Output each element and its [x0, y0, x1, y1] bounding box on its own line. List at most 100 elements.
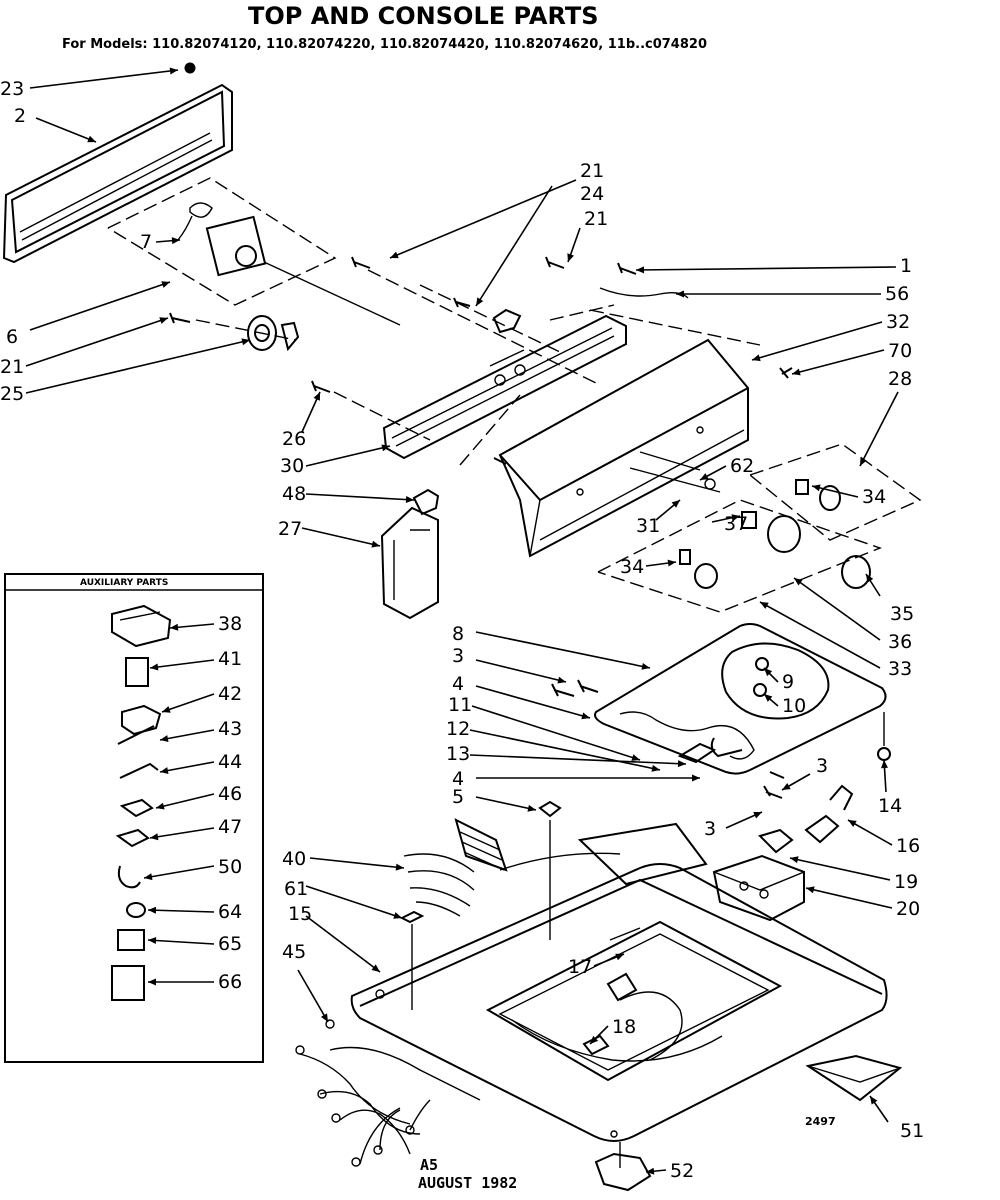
leader-arrowhead-18 [405, 496, 414, 504]
leader-line-37 [475, 796, 537, 811]
leader-arrowhead-11 [752, 354, 761, 362]
leader-arrowhead-8 [161, 281, 170, 288]
callout-label-15: 30 [280, 455, 304, 477]
leader-arrowhead-17 [812, 484, 821, 492]
lid-switch-drawing [758, 784, 854, 854]
leader-line-57 [143, 865, 215, 879]
callout-label-49: 52 [670, 1160, 694, 1182]
callout-label-3: 24 [580, 183, 604, 205]
callout-label-42: 20 [896, 898, 920, 920]
leader-arrowhead-22 [667, 559, 676, 567]
leader-arrowhead-32 [651, 764, 660, 772]
callout-label-7: 56 [885, 283, 909, 305]
leader-arrowhead-31 [631, 754, 640, 761]
auxiliary-drawings [111, 604, 172, 1001]
leader-arrowhead-6 [636, 266, 645, 274]
callout-label-54: 44 [218, 751, 242, 773]
wire-drawing [599, 287, 689, 299]
leader-line-24 [793, 577, 881, 641]
callout-label-58: 64 [218, 901, 242, 923]
leader-arrowhead-25 [760, 602, 769, 609]
leader-line-27 [475, 659, 567, 683]
leader-arrowhead-30 [764, 694, 773, 702]
leader-arrowhead-27 [557, 676, 566, 684]
callout-label-51: 41 [218, 648, 242, 670]
callout-label-41: 40 [282, 848, 306, 870]
leader-line-1 [35, 117, 97, 143]
callout-label-53: 43 [218, 718, 242, 740]
callout-label-28: 9 [782, 671, 794, 693]
callout-label-30: 10 [782, 695, 806, 717]
callout-label-52: 42 [218, 683, 242, 705]
callout-label-39: 16 [896, 835, 920, 857]
leader-arrowhead-24 [794, 578, 803, 586]
callout-label-36: 14 [878, 795, 902, 817]
leader-arrowhead-58 [148, 906, 157, 914]
leader-line-12 [791, 349, 885, 375]
leader-arrowhead-16 [700, 473, 709, 480]
leader-arrowhead-21 [731, 514, 740, 522]
leader-arrowhead-36 [881, 760, 888, 769]
revision-date: AUGUST 1982 [418, 1174, 517, 1192]
leader-arrowhead-3 [476, 297, 484, 306]
leader-arrowhead-15 [381, 444, 390, 452]
leader-line-39 [847, 819, 893, 846]
callout-label-40: 19 [894, 871, 918, 893]
leader-arrowhead-45 [615, 953, 624, 961]
leader-arrowhead-13 [860, 457, 867, 466]
callout-label-46: 45 [282, 941, 306, 963]
leader-line-9 [25, 317, 169, 367]
callout-label-13: 28 [888, 368, 912, 390]
lid-screws-drawing [551, 679, 785, 799]
leader-arrowhead-38 [753, 812, 762, 819]
leader-arrowhead-57 [144, 873, 153, 881]
leader-arrowhead-35 [782, 782, 791, 790]
callout-label-23: 35 [890, 603, 914, 625]
terminal-box-drawing [712, 854, 805, 922]
leader-arrowhead-46 [320, 1013, 328, 1022]
leader-arrowhead-39 [848, 820, 857, 827]
leader-line-10 [25, 339, 251, 394]
top-lid-drawing [594, 623, 891, 775]
leader-arrowhead-44 [371, 964, 380, 972]
callout-label-20: 31 [636, 515, 660, 537]
leader-line-44 [305, 915, 381, 973]
callout-label-38: 3 [704, 818, 716, 840]
callout-label-27: 3 [452, 645, 464, 667]
leader-arrowhead-33 [677, 760, 686, 768]
callout-label-17: 34 [862, 486, 886, 508]
callout-label-60: 66 [218, 971, 242, 993]
leader-line-55 [155, 793, 215, 809]
leader-arrowhead-42 [806, 886, 815, 894]
callout-label-5: 7 [140, 231, 152, 253]
leader-line-11 [751, 321, 883, 361]
leader-line-31 [471, 705, 641, 761]
leader-line-58 [147, 909, 215, 913]
callout-label-29: 4 [452, 673, 464, 695]
callout-label-50: 38 [218, 613, 242, 635]
leader-line-0 [29, 69, 179, 89]
leader-line-32 [469, 729, 661, 771]
part-5-drawing [538, 800, 562, 818]
leader-arrowhead-56 [150, 833, 159, 841]
leader-arrowhead-9 [159, 317, 168, 324]
leader-line-52 [161, 693, 215, 713]
callout-label-34: 4 [452, 768, 464, 790]
part-52-drawing [594, 1142, 652, 1192]
leader-line-29 [475, 685, 591, 719]
screws-drawing [169, 256, 793, 465]
models-subtitle: For Models: 110.82074120, 110.82074220, … [62, 37, 707, 52]
leader-arrowhead-23 [866, 574, 874, 583]
leader-arrowhead-10 [241, 338, 250, 346]
leader-arrowhead-54 [160, 767, 169, 774]
callout-label-43: 61 [284, 878, 308, 900]
leader-arrowhead-43 [393, 912, 402, 919]
callout-label-33: 13 [446, 743, 470, 765]
leader-line-51 [149, 659, 215, 669]
cabinet-top-drawing [350, 863, 888, 1142]
callout-label-8: 6 [6, 326, 18, 348]
callout-label-9: 21 [0, 356, 24, 378]
leader-arrowhead-34 [692, 774, 700, 782]
leader-arrowhead-29 [581, 712, 590, 720]
leader-arrowhead-55 [156, 802, 165, 810]
